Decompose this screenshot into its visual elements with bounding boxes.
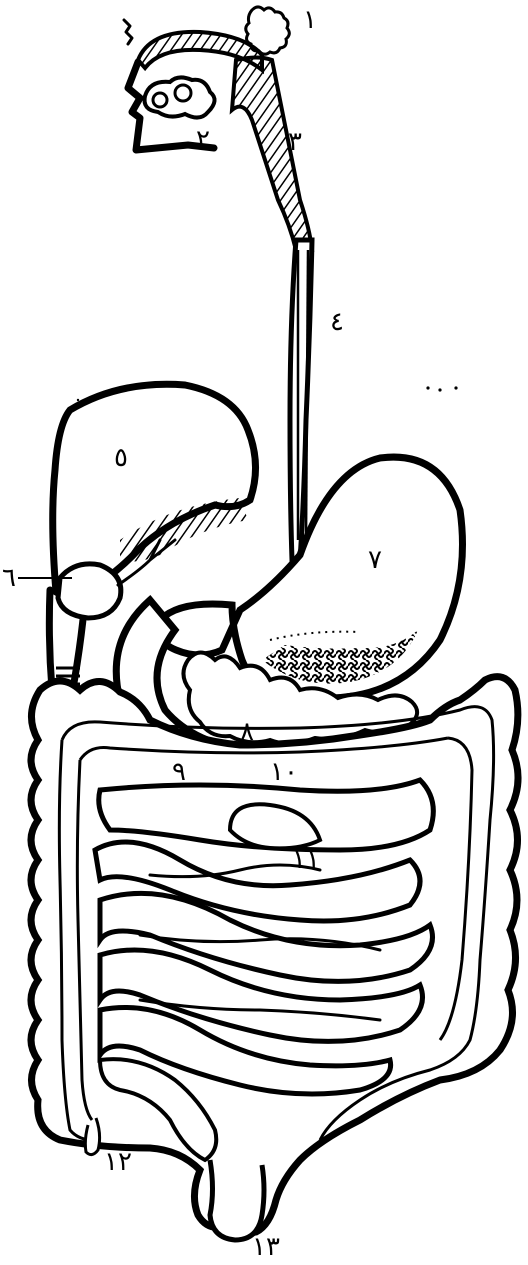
label-6: ٦	[2, 563, 16, 593]
label-3: ٣	[288, 127, 302, 157]
label-12: ١٢	[104, 1147, 132, 1177]
label-4: ٤	[330, 307, 344, 337]
label-2: ٢	[196, 125, 210, 155]
label-13: ١٣	[252, 1232, 280, 1262]
label-10: ١٠	[270, 757, 298, 787]
label-5: ٥	[114, 443, 128, 473]
label-7: ٧	[368, 545, 382, 575]
rectum	[210, 1160, 264, 1240]
label-8: ٨	[240, 717, 254, 747]
mouth-region	[124, 7, 312, 250]
label-11: ١١	[292, 845, 320, 875]
label-1: ١	[303, 5, 317, 35]
label-9: ٩	[172, 757, 186, 787]
